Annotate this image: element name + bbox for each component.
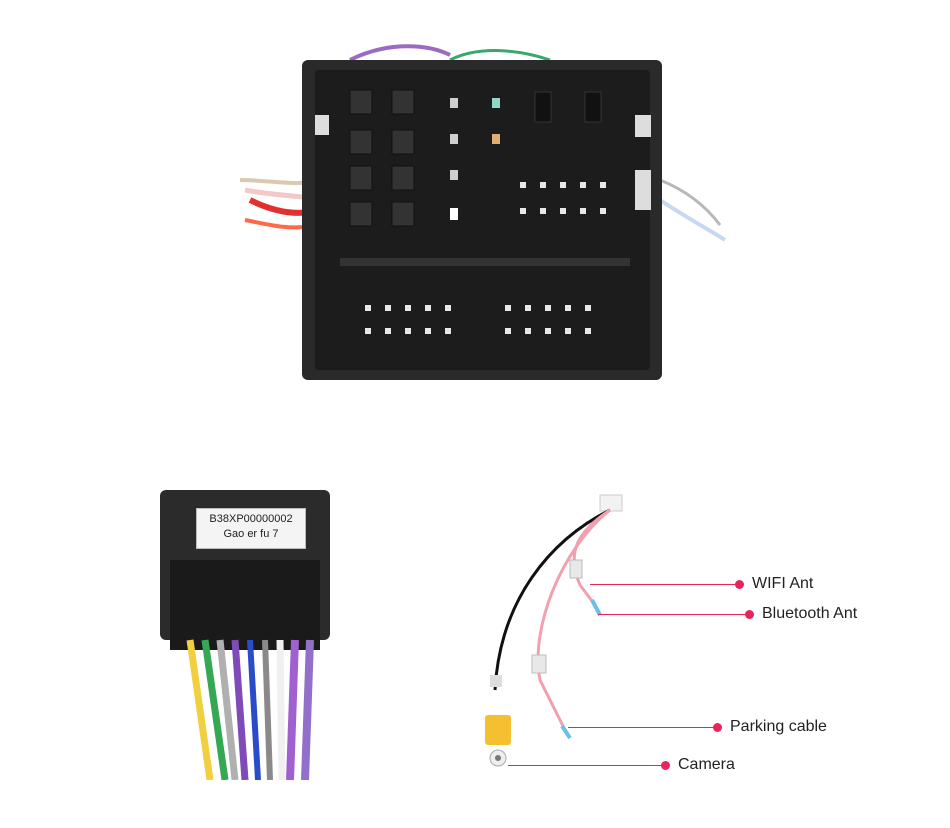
callout-dot — [735, 579, 744, 589]
product-label-code: B38XP00000002 — [209, 513, 293, 525]
callout-bluetooth: Bluetooth Ant — [745, 605, 857, 623]
callout-camera-label: Camera — [678, 756, 735, 773]
callout-parking-label: Parking cable — [730, 718, 827, 735]
callout-bluetooth-label: Bluetooth Ant — [762, 605, 858, 622]
callout-dot — [745, 609, 754, 619]
callout-wifi-label: WIFI Ant — [752, 575, 814, 592]
callout-camera: Camera — [661, 756, 735, 774]
cable-photo — [485, 494, 623, 767]
connector-photo — [239, 44, 727, 380]
callout-wifi: WIFI Ant — [735, 575, 813, 593]
callout-dot — [713, 722, 722, 732]
product-label-model: Gao er fu 7 — [223, 528, 279, 540]
product-label: B38XP00000002 Gao er fu 7 — [196, 508, 306, 549]
callout-dot — [661, 760, 670, 770]
callout-parking: Parking cable — [713, 718, 827, 736]
